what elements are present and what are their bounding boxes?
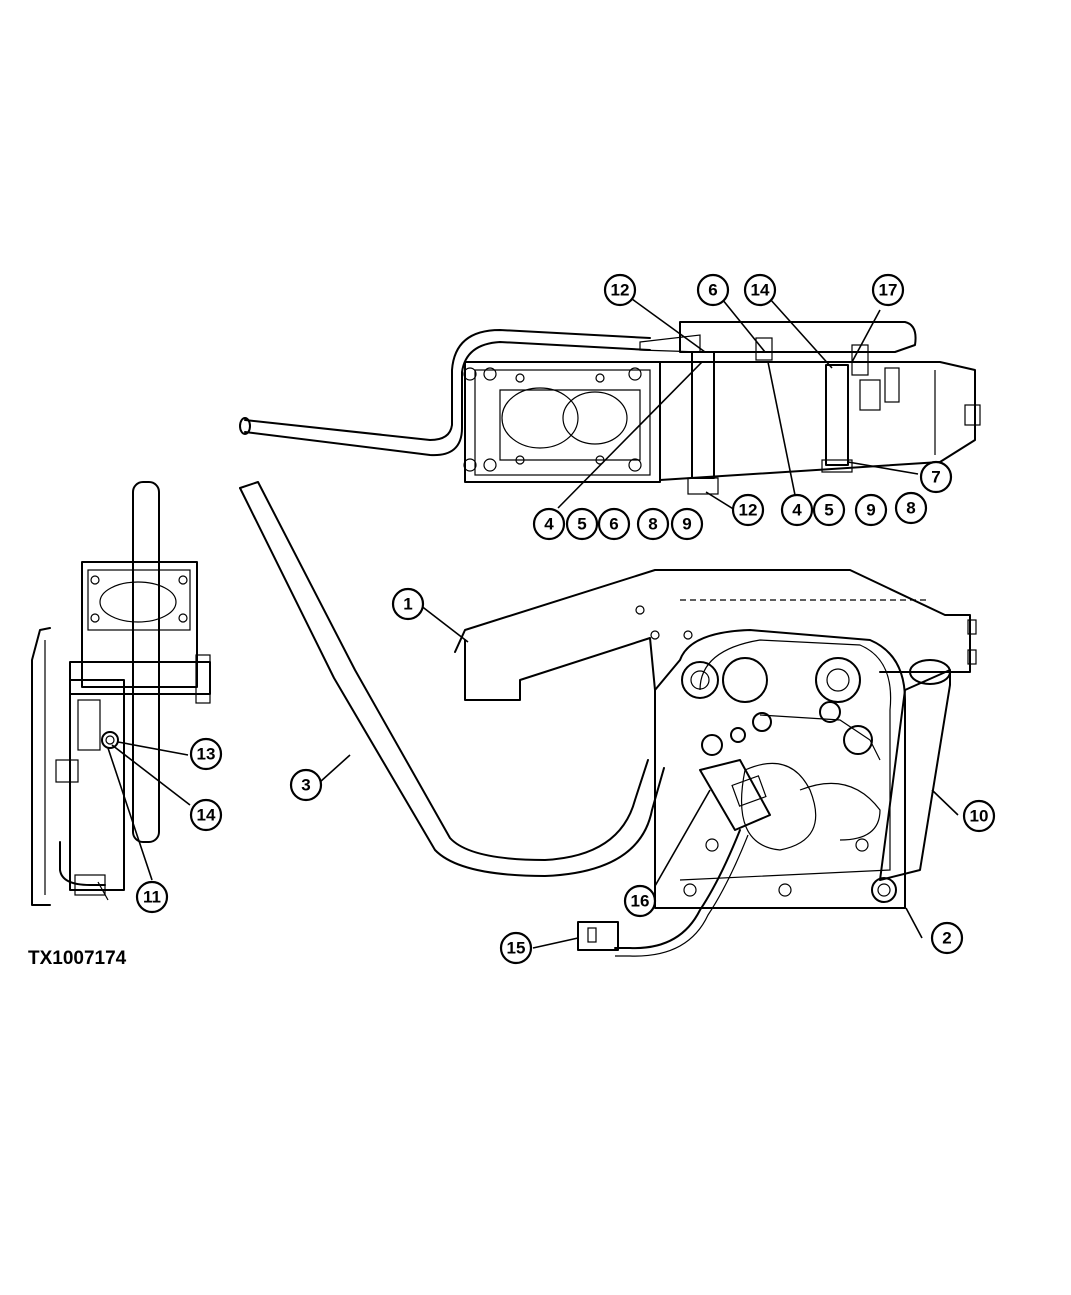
- callout-8-b: 8: [894, 491, 928, 525]
- callout-3: 3: [289, 768, 323, 802]
- svg-text:6: 6: [609, 515, 618, 534]
- callout-8-a: 8: [636, 507, 670, 541]
- callout-5-b: 5: [812, 493, 846, 527]
- svg-text:12: 12: [739, 501, 758, 520]
- svg-text:13: 13: [197, 745, 216, 764]
- svg-text:10: 10: [970, 807, 989, 826]
- callout-1: 1: [391, 587, 425, 621]
- svg-text:14: 14: [197, 806, 216, 825]
- callout-12-top: 12: [603, 273, 637, 307]
- svg-text:9: 9: [866, 501, 875, 520]
- callout-17: 17: [871, 273, 905, 307]
- svg-text:17: 17: [879, 281, 898, 300]
- svg-text:9: 9: [682, 515, 691, 534]
- svg-text:6: 6: [708, 281, 717, 300]
- svg-text:14: 14: [751, 281, 770, 300]
- callout-10: 10: [962, 799, 996, 833]
- callout-9-a: 9: [670, 507, 704, 541]
- svg-text:16: 16: [631, 892, 650, 911]
- svg-text:7: 7: [931, 468, 940, 487]
- svg-text:8: 8: [648, 515, 657, 534]
- svg-text:15: 15: [507, 939, 526, 958]
- callout-14-side: 14: [189, 798, 223, 832]
- callout-7: 7: [919, 460, 953, 494]
- callouts: 1 3 12 6 14 17 4 5 6 8 9 12 4 5 9 8 7 10…: [135, 273, 996, 965]
- callout-4-b: 4: [780, 493, 814, 527]
- svg-text:1: 1: [403, 595, 412, 614]
- svg-text:3: 3: [301, 776, 310, 795]
- callout-14-top: 14: [743, 273, 777, 307]
- svg-text:4: 4: [792, 501, 802, 520]
- callout-6-a: 6: [597, 507, 631, 541]
- callout-5-a: 5: [565, 507, 599, 541]
- svg-text:11: 11: [143, 888, 161, 907]
- callout-12-a: 12: [731, 493, 765, 527]
- main-view-assembly: [239, 481, 977, 957]
- svg-text:8: 8: [906, 499, 915, 518]
- callout-4-a: 4: [532, 507, 566, 541]
- callout-6-top: 6: [696, 273, 730, 307]
- callout-9-b: 9: [854, 493, 888, 527]
- callout-11: 11: [135, 880, 169, 914]
- svg-text:4: 4: [544, 515, 554, 534]
- figure-id-label: TX1007174: [28, 948, 127, 969]
- svg-text:5: 5: [824, 501, 833, 520]
- callout-2: 2: [930, 921, 964, 955]
- callout-16: 16: [623, 884, 657, 918]
- leader-lines: [107, 298, 959, 949]
- side-view-assembly: [31, 481, 211, 906]
- top-view-assembly: [239, 321, 981, 495]
- svg-text:2: 2: [942, 929, 951, 948]
- svg-text:5: 5: [577, 515, 586, 534]
- callout-13: 13: [189, 737, 223, 771]
- callout-15: 15: [499, 931, 533, 965]
- svg-text:12: 12: [611, 281, 630, 300]
